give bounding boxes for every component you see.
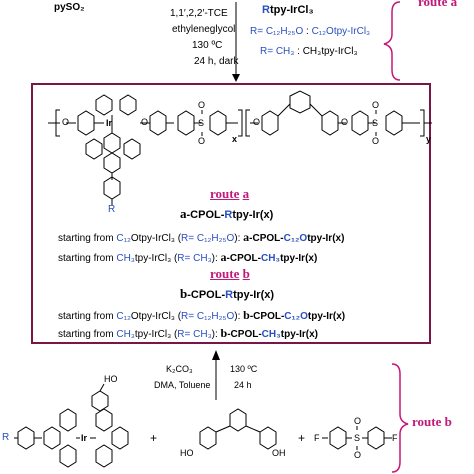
b-line-c12: starting from C₁₂Otpy-IrCl₃ (R= C₁₂H₂₅O)… xyxy=(58,308,346,322)
f-right: F xyxy=(392,433,398,443)
polymer-s-left: S xyxy=(198,118,205,128)
so-up-bottom: O xyxy=(354,416,362,426)
plus-2: + xyxy=(298,431,306,445)
route-a-label: route a xyxy=(418,0,458,9)
bottom-structures xyxy=(14,383,392,468)
complex-name: Rtpy-IrCl₃ xyxy=(262,4,314,16)
condition-temp: 130 ºC xyxy=(192,40,223,51)
polymer-o-2: O xyxy=(253,117,261,127)
plus-1: + xyxy=(150,431,158,445)
s-bottom: S xyxy=(354,433,361,443)
b-line-ch3: starting from CH₃tpy-IrCl₃ (R= CH₃): b-C… xyxy=(58,326,318,340)
route-b-brace xyxy=(391,363,409,473)
polymer-structure xyxy=(48,90,432,205)
product-box xyxy=(31,83,431,344)
route-a-brace xyxy=(383,1,401,81)
polymer-so-up-left: O xyxy=(198,100,206,110)
bottom-ir: Ir xyxy=(81,433,88,443)
r1-line: R= C₁₂H₂₅O : C₁₂Otpy-IrCl₃ xyxy=(250,26,371,37)
reagent-pyso2: pySO₂ xyxy=(54,2,85,13)
polymer-o-left: O xyxy=(62,117,70,127)
polymer-r: R xyxy=(108,204,116,215)
b-cpol-name: b-CPOL-Rtpy-Ir(x) xyxy=(180,286,275,301)
bottom-temp: 130 ºC xyxy=(230,364,258,374)
polymer-o-3: O xyxy=(341,117,349,127)
polymer-so-down-left: O xyxy=(198,136,206,146)
bottom-arrow-head xyxy=(212,350,220,360)
polymer-ir: Ir xyxy=(106,118,113,128)
polymer-so-down-right: O xyxy=(372,136,380,146)
r2-line: R= CH₃ : CH₃tpy-IrCl₃ xyxy=(260,46,358,57)
bottom-time: 24 h xyxy=(234,380,252,390)
diol-oh-right: OH xyxy=(272,448,286,458)
a-line-ch3: starting from CH₃tpy-IrCl₃ (R= CH₃): a-C… xyxy=(58,250,318,264)
route-b-label: route b xyxy=(412,414,452,429)
f-left: F xyxy=(314,433,320,443)
bottom-oh-complex: HO xyxy=(104,374,118,384)
box-route-b-head: route b xyxy=(210,266,250,281)
bottom-base: K₂CO₃ xyxy=(166,364,193,374)
polymer-so-up-right: O xyxy=(372,100,380,110)
bottom-r: R xyxy=(2,432,10,443)
top-arrow-head xyxy=(232,74,240,82)
condition-glycol: ethyleneglycol xyxy=(172,24,236,35)
bracket-right xyxy=(420,109,425,137)
polymer-o-1: O xyxy=(141,117,149,127)
bottom-solvent: DMA, Toluene xyxy=(154,380,211,390)
polymer-y: y xyxy=(426,134,432,144)
condition-solvent: 1,1′,2,2′-TCE xyxy=(170,8,228,19)
diol-ho-left: HO xyxy=(180,448,194,458)
bracket-mid-l xyxy=(238,109,243,137)
polymer-x: x xyxy=(232,134,238,144)
box-route-a-head: route a xyxy=(210,186,250,201)
so-down-bottom: O xyxy=(354,450,362,460)
bracket-mid-r xyxy=(245,109,250,137)
polymer-s-right: S xyxy=(372,118,379,128)
condition-time: 24 h, dark xyxy=(194,56,239,67)
a-line-c12: starting from C₁₂Otpy-IrCl₃ (R= C₁₂H₂₅O)… xyxy=(58,230,345,244)
a-cpol-name: a-CPOL-Rtpy-Ir(x) xyxy=(180,206,274,221)
